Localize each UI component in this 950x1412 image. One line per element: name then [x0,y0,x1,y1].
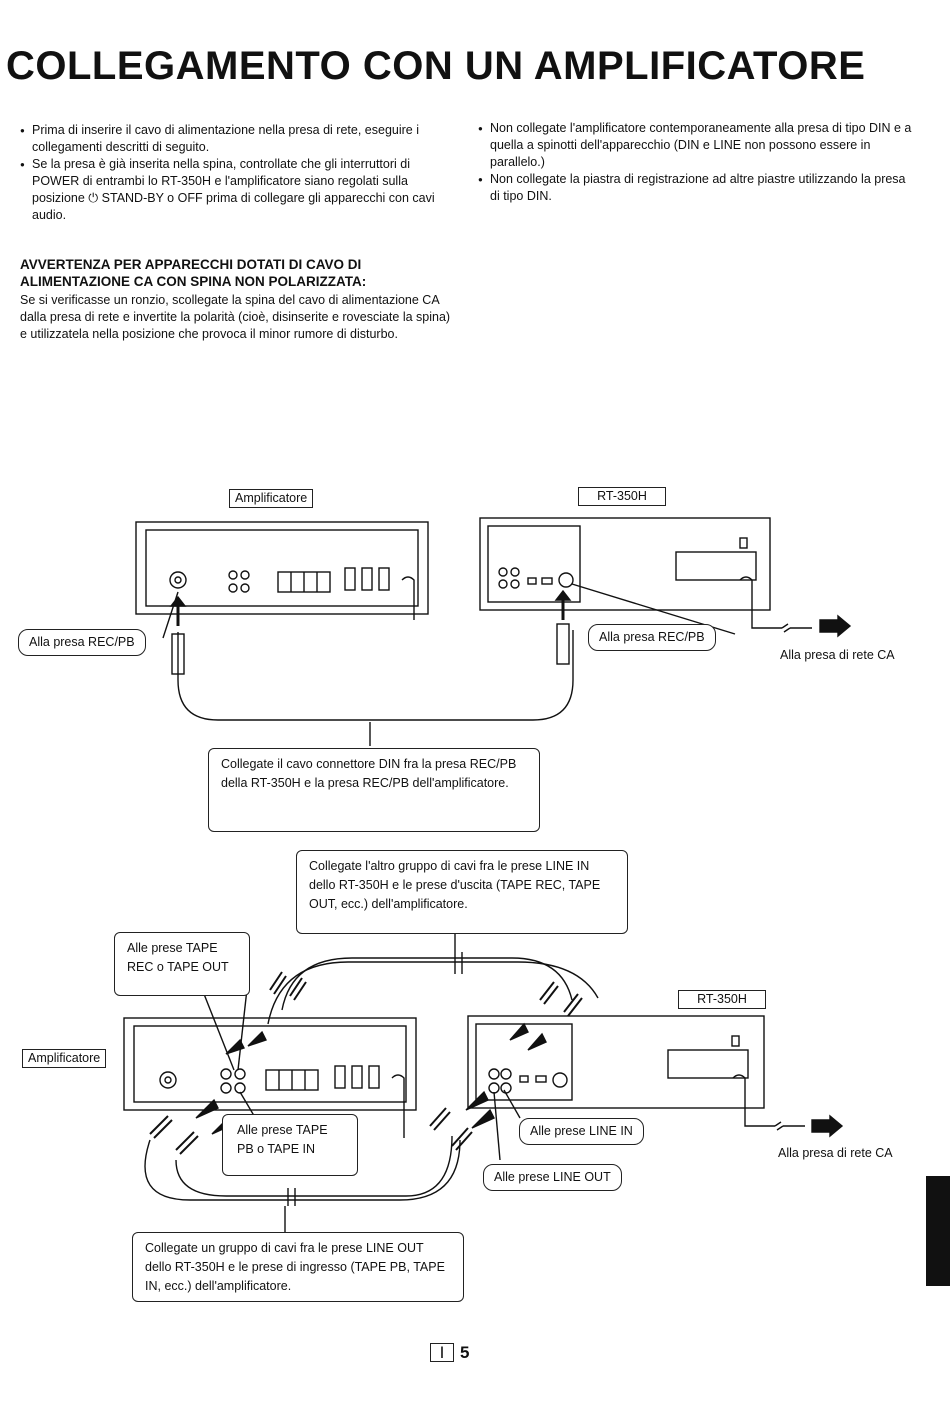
right-column: Non collegate l'amplificatore contempora… [478,120,918,205]
warning-body: Se si verificasse un ronzio, scollegate … [20,293,451,341]
tape-rec-label: Alle prese TAPE REC o TAPE OUT [114,932,250,996]
right-bullet: Non collegate la piastra di registrazion… [478,171,918,205]
deck-label: RT-350H [678,990,766,1009]
right-bullet: Non collegate l'amplificatore contempora… [478,120,918,171]
amplifier-label: Amplificatore [22,1049,107,1068]
amplifier-label: Amplificatore [229,489,314,508]
line-out-label: Alle prese LINE OUT [483,1164,622,1191]
deck-label: RT-350H [578,487,666,506]
mains-label: Alla presa di rete CA [780,648,895,662]
line-in-label: Alle prese LINE IN [519,1118,644,1145]
amp-socket-label: Alla presa REC/PB [18,629,146,656]
deck-socket-label: Alla presa REC/PB [588,624,716,651]
page-title: COLLEGAMENTO CON UN AMPLIFICATORE [6,44,866,88]
mains-label: Alla presa di rete CA [778,1146,893,1160]
amplifier-rear-panel-2 [123,1017,417,1138]
amplifier-rear-panel-1 [135,521,429,620]
din-note: Collegate il cavo connettore DIN fra la … [208,748,540,832]
side-tab-marker [926,1176,950,1286]
line-out-note: Collegate un gruppo di cavi fra le prese… [132,1232,464,1302]
left-bullet: Prima di inserire il cavo di alimentazio… [20,122,455,156]
warning-heading: AVVERTENZA PER APPARECCHI DOTATI DI CAVO… [20,257,367,289]
tape-pb-label: Alle prese TAPE PB o TAPE IN [222,1114,358,1176]
left-column: Prima di inserire il cavo di alimentazio… [20,122,455,224]
left-bullet: Se la presa è già inserita nella spina, … [20,156,455,224]
line-in-note: Collegate l'altro gruppo di cavi fra le … [296,850,628,934]
deck-rear-panel-1 [479,517,812,633]
section-tag: I [430,1343,454,1362]
page-number: 5 [460,1343,470,1362]
